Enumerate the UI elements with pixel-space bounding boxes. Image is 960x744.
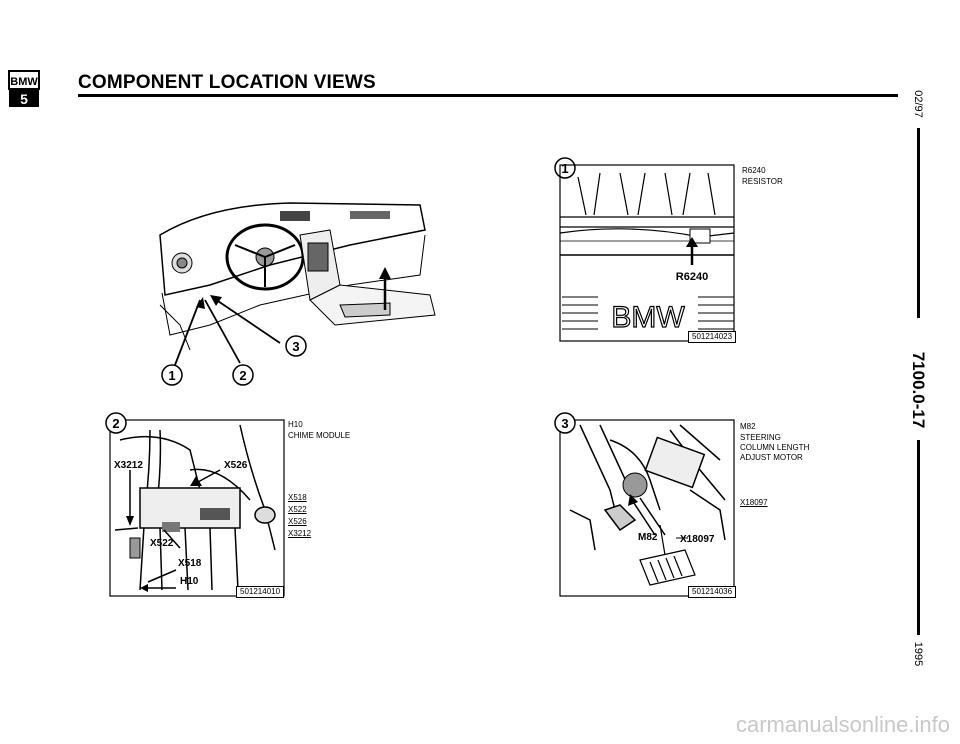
panel-1-resistor-view: 1 R6240 BMW 501214023 — [550, 155, 740, 345]
logo-text: BMW — [10, 76, 38, 88]
panel-2-legend-h10-desc: CHIME MODULE — [288, 431, 351, 440]
panel-1-ref-number: 501214023 — [688, 331, 737, 343]
sidebar-section-number: 7100.0-17 — [909, 351, 928, 429]
overview-callout-1: 1 — [168, 368, 175, 383]
sidebar-year: 1995 — [912, 641, 924, 667]
panel-2-label-x3212: X3212 — [114, 460, 143, 471]
bmw-5-series-logo: BMW 5 — [8, 70, 68, 108]
page-title: COMPONENT LOCATION VIEWS — [78, 72, 376, 93]
panel-3-steering-motor-view: 3 M82 X18097 501214036 — [550, 410, 740, 600]
panel-2-chime-module-view: 2 X3212 X526 X522 X518 H10 50121 — [100, 410, 290, 600]
panel-2-legend-code-x3212: X3212 — [288, 529, 312, 538]
page-sidebar: 02/97 7100.0-17 1995 — [898, 60, 938, 740]
panel-1-number: 1 — [561, 161, 568, 176]
panel-3-label-x18097: X18097 — [680, 534, 715, 545]
overview-callout-2: 2 — [239, 368, 246, 383]
panel-2-number: 2 — [112, 416, 119, 431]
panel-2-legend-code-x522: X522 — [288, 505, 307, 514]
panel-3-legend-m82-code: M82 — [740, 422, 756, 431]
sidebar-date: 02/97 — [912, 90, 924, 118]
panel-2-ref-number: 501214010 — [236, 586, 285, 598]
dashboard-overview-illustration: 1 2 3 — [150, 175, 440, 390]
panel-3-ref-number: 501214036 — [688, 586, 737, 598]
site-watermark: carmanualsonline.info — [735, 712, 950, 737]
sidebar-line-top — [917, 128, 920, 318]
panel-1-part-label: R6240 — [676, 271, 708, 283]
panel-3-legend-m82-line-1: STEERING — [740, 433, 781, 442]
panel-2-label-x522: X522 — [150, 538, 174, 549]
panel-1-bmw-emblem: BMW — [611, 301, 685, 334]
panel-3-legend-x-code: X18097 — [740, 498, 768, 507]
panel-2-label-x526: X526 — [224, 460, 248, 471]
logo-series: 5 — [20, 91, 28, 107]
panel-2-label-x518: X518 — [178, 558, 202, 569]
panel-2-legend-code-x518: X518 — [288, 493, 307, 502]
panel-3-label-m82: M82 — [638, 532, 658, 543]
header-rule — [78, 94, 898, 97]
panel-2-legend-code-x526: X526 — [288, 517, 307, 526]
panel-3-legend-m82-line-3: ADJUST MOTOR — [740, 453, 803, 462]
panel-3-legend-m82-line-2: COLUMN LENGTH — [740, 443, 810, 452]
panel-2-label-h10: H10 — [180, 576, 199, 587]
overview-callout-3: 3 — [292, 339, 299, 354]
panel-2-legend-h10-code: H10 — [288, 420, 303, 429]
panel-1-legend-code: R6240 — [742, 166, 766, 175]
panel-1-legend-desc: RESISTOR — [742, 177, 783, 186]
sidebar-line-bottom — [917, 440, 920, 635]
panel-3-number: 3 — [561, 416, 568, 431]
